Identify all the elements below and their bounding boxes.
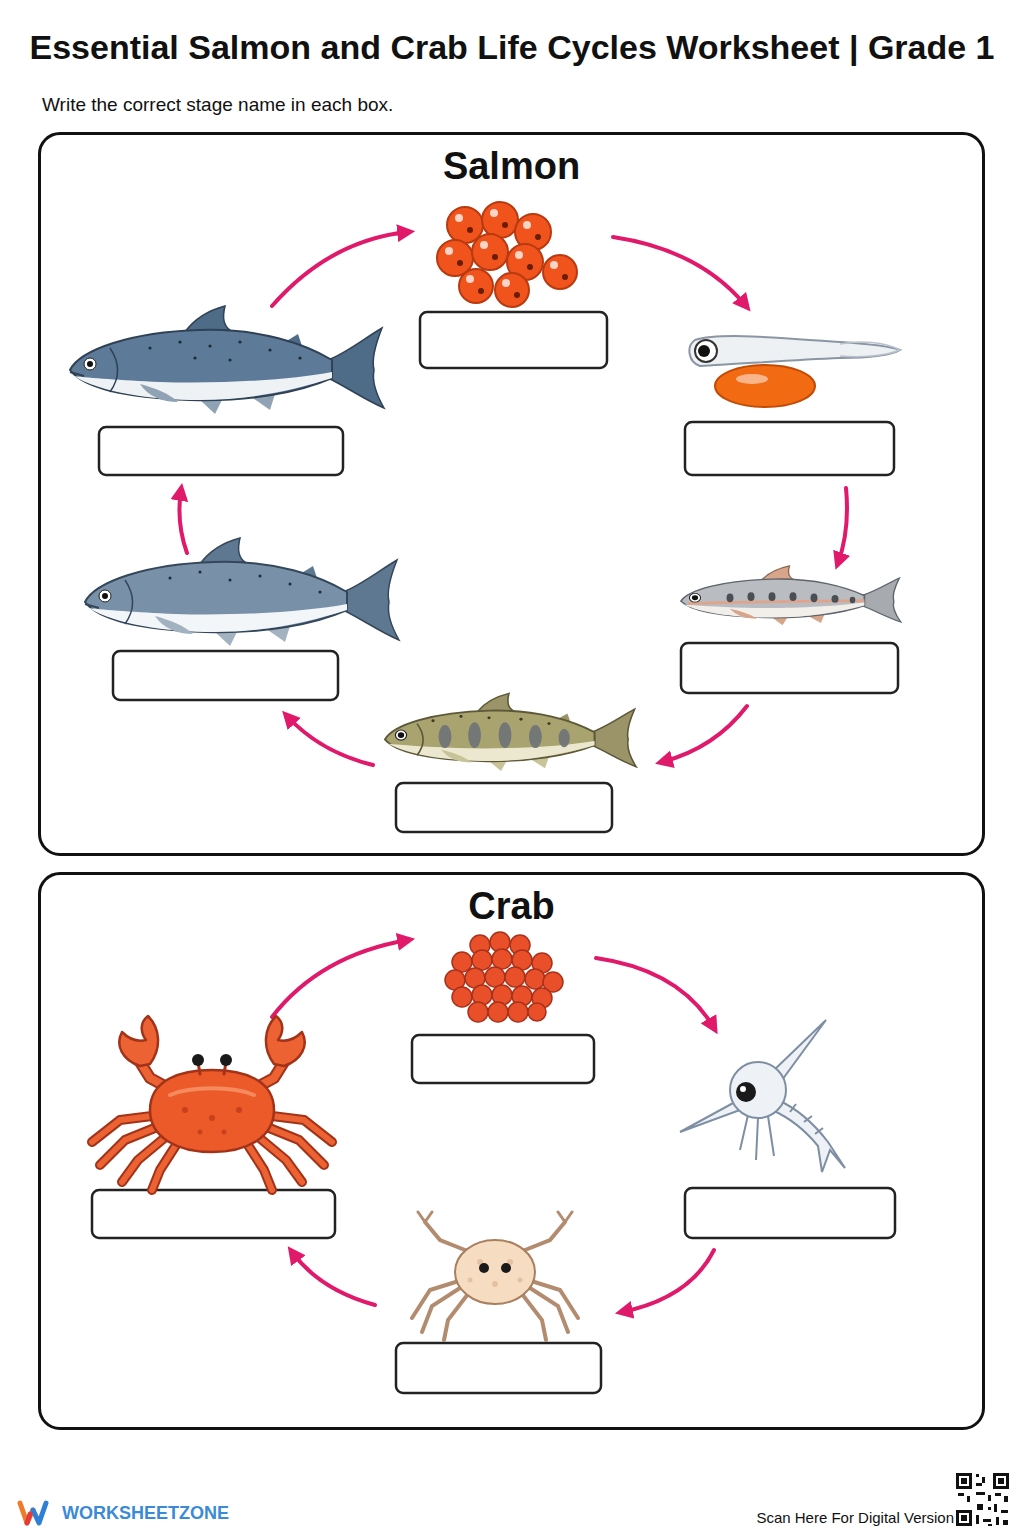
salmon-smolt [85,538,399,646]
instruction-text: Write the correct stage name in each box… [42,94,393,116]
qr-note: Scan Here For Digital Version [756,1509,954,1526]
adult-salmon [70,306,384,414]
salmon-fry [681,566,901,625]
worksheet-title-row: Essential Salmon and Crab Life Cycles Wo… [0,28,1024,67]
cycle-panel: Crab [38,872,985,1430]
panel-heading: Crab [41,885,982,928]
juvenile-crab [412,1212,578,1340]
brand-logo [20,1503,46,1523]
brand-name: WORKSHEETZONE [62,1503,229,1524]
crab-eggs [445,932,563,1022]
cycle-panel: Salmon [38,132,985,856]
qr-code [955,1472,1010,1527]
answer-boxes [92,312,898,1393]
crab-larva [680,1020,845,1172]
salmon-eggs [437,202,577,307]
worksheet-title: Essential Salmon and Crab Life Cycles Wo… [30,28,995,67]
salmon-alevin [689,336,900,407]
salmon-parr [385,693,636,771]
adult-crab [92,1016,332,1190]
panel-heading: Salmon [41,145,982,188]
